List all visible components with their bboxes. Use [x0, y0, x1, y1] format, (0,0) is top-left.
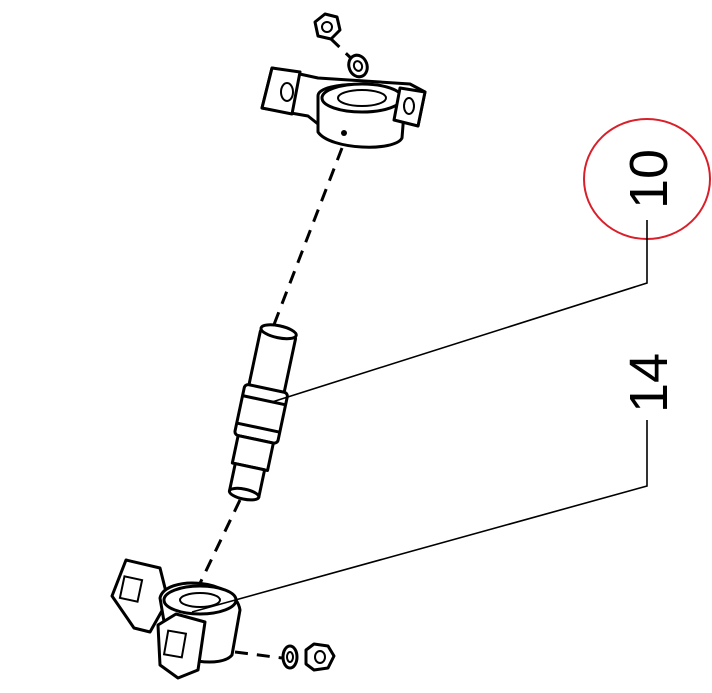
assembly-axis-nut-bottom: [234, 650, 283, 660]
assembly-axis-upper: [268, 147, 344, 336]
hex-nut-bottom-icon: [304, 642, 336, 672]
steering-shaft-icon: [227, 323, 298, 502]
upper-bearing-bracket-icon: [260, 66, 427, 149]
callout-10: 10: [271, 118, 711, 403]
washer-top-icon: [347, 53, 369, 79]
callout-14: 14: [191, 353, 679, 613]
lower-bearing-bracket-icon: [110, 558, 242, 680]
leader-line-14: [191, 420, 648, 613]
hex-nut-top-icon: [313, 12, 342, 41]
callout-10-label: 10: [619, 149, 679, 209]
callout-14-label: 14: [619, 353, 679, 413]
leader-line-10: [271, 220, 648, 403]
washer-bottom-icon: [281, 644, 299, 670]
